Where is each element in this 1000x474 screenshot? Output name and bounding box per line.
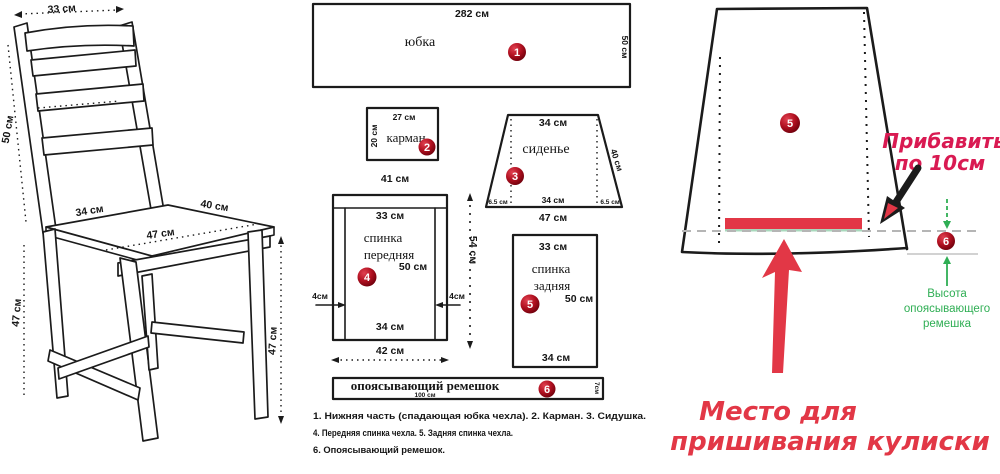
belt-height-caption-3: ремешка xyxy=(923,318,972,330)
legend-line-2: 4. Передняя спинка чехла. 5. Задняя спин… xyxy=(313,428,513,439)
belt-label: опоясывающий ремешок xyxy=(351,378,500,393)
seat-dim-bottom-right: 6.5 см xyxy=(600,199,619,206)
piece-seat xyxy=(484,113,624,209)
piece-belt xyxy=(331,376,605,401)
chair-dim-seat-back: 34 см xyxy=(75,203,105,219)
badge-4: 4 xyxy=(357,267,377,287)
piece-skirt xyxy=(311,2,632,89)
chair-dim-leg-left: 47 см xyxy=(10,298,24,327)
badge-1-number: 1 xyxy=(514,47,520,59)
front-back-dim-side-left: 4см xyxy=(312,291,328,301)
assembly-badge-6: 6 xyxy=(937,232,955,250)
belt-dim-height: 7см xyxy=(593,382,600,394)
belt-height-caption-1: Высота xyxy=(927,288,967,300)
front-back-dim-outer-bottom: 42 см xyxy=(376,345,404,357)
assembly-diagram: 5 6 Высота опоясывающего ремешка Прибави… xyxy=(670,6,1000,457)
chair-apron xyxy=(117,235,271,277)
assembly-badge-6-number: 6 xyxy=(943,236,949,248)
badge-6-number: 6 xyxy=(544,384,550,396)
legend-line-3: 6. Опоясывающий ремешок. xyxy=(313,445,445,456)
pocket-dim-height: 20 см xyxy=(369,125,379,148)
chair-leg-front-right xyxy=(247,229,269,420)
badge-5: 5 xyxy=(520,294,540,314)
add-note-line-2: по 10см xyxy=(895,151,986,175)
chair-slat-1 xyxy=(30,49,137,77)
front-back-label-2: передняя xyxy=(364,247,414,262)
belt-dim-width: 100 см xyxy=(414,392,435,399)
badge-2-number: 2 xyxy=(424,142,430,154)
sew-caption-line-1: Место для xyxy=(699,397,857,427)
piece-front-back xyxy=(331,193,449,342)
front-back-dim-outer-top: 41 см xyxy=(381,173,409,185)
chair-dim-seat-depth: 40 см xyxy=(200,198,230,214)
badge-3: 3 xyxy=(506,167,524,185)
rear-back-dim-height: 50 см xyxy=(565,293,593,305)
chair-slat-3 xyxy=(41,127,154,156)
badge-3-number: 3 xyxy=(512,171,518,183)
sew-caption-line-2: пришивания кулиски xyxy=(670,427,990,457)
rear-back-label-2: задняя xyxy=(534,278,570,293)
add-note-line-1: Прибавить xyxy=(882,129,1000,153)
pocket-dim-width: 27 см xyxy=(393,112,416,122)
skirt-dim-width: 282 см xyxy=(455,8,489,20)
front-back-dim-inner-bottom: 34 см xyxy=(376,321,404,333)
rear-back-dim-top: 33 см xyxy=(539,241,567,253)
chair-drawing: 33 см 50 см 34 см 40 см 47 см 47 см 47 с… xyxy=(0,2,284,442)
badge-2: 2 xyxy=(418,138,436,156)
chair-top-rail xyxy=(24,24,135,52)
chair-dim-seat-front: 47 см xyxy=(146,226,176,242)
skirt-dim-height: 50 см xyxy=(620,36,630,59)
chair-dim-leg-right: 47 см xyxy=(266,326,279,355)
casing-bar xyxy=(725,218,862,229)
piece-pocket xyxy=(365,106,440,162)
chair-back-post-left xyxy=(13,22,57,234)
chair-stretcher-back xyxy=(57,335,150,380)
chair-slat-2 xyxy=(35,83,145,112)
chair-dim-back-height: 50 см xyxy=(0,114,16,144)
legend-line-1: 1. Нижняя часть (спадающая юбка чехла). … xyxy=(313,411,646,422)
seat-dim-bottom-mid: 34 см xyxy=(542,195,565,205)
dim-between: 54 см xyxy=(467,236,479,264)
pattern-pieces: 282 см юбка 50 см 1 27 см 20 см карман 2… xyxy=(311,2,646,456)
badge-4-number: 4 xyxy=(364,272,371,284)
dim-line-back-height xyxy=(7,44,27,223)
front-back-dim-height: 50 см xyxy=(399,261,427,273)
cover-fold-left xyxy=(718,56,721,246)
rear-back-dim-bottom: 34 см xyxy=(542,352,570,364)
seat-dim-top: 34 см xyxy=(539,117,567,129)
skirt-label: юбка xyxy=(405,35,436,50)
cover-fold-right xyxy=(863,11,870,238)
seam-pointer-arrow xyxy=(880,164,922,224)
badge-5-number: 5 xyxy=(527,299,533,311)
assembly-badge-5: 5 xyxy=(780,113,800,133)
piece-rear-back xyxy=(511,233,599,369)
front-back-dim-side-right: 4см xyxy=(449,291,465,301)
seat-dim-bottom-left: 6.5 см xyxy=(488,199,507,206)
casing-place-arrow xyxy=(762,239,802,373)
front-back-dim-inner-top: 33 см xyxy=(376,210,404,222)
chair-dim-top-width: 33 см xyxy=(47,2,76,16)
dim-line-seat-front xyxy=(105,223,259,251)
assembly-badge-5-number: 5 xyxy=(787,118,793,130)
front-back-label-1: спинка xyxy=(364,230,403,245)
seat-dim-bottom-total: 47 см xyxy=(539,212,567,224)
badge-6: 6 xyxy=(538,380,556,398)
rear-back-label-1: спинка xyxy=(532,261,571,276)
seat-label: сиденье xyxy=(522,142,569,157)
chair-stretcher-right xyxy=(150,321,245,344)
badge-1: 1 xyxy=(508,43,526,61)
pocket-label: карман xyxy=(386,130,425,145)
belt-height-caption-2: опоясывающего xyxy=(904,303,990,315)
